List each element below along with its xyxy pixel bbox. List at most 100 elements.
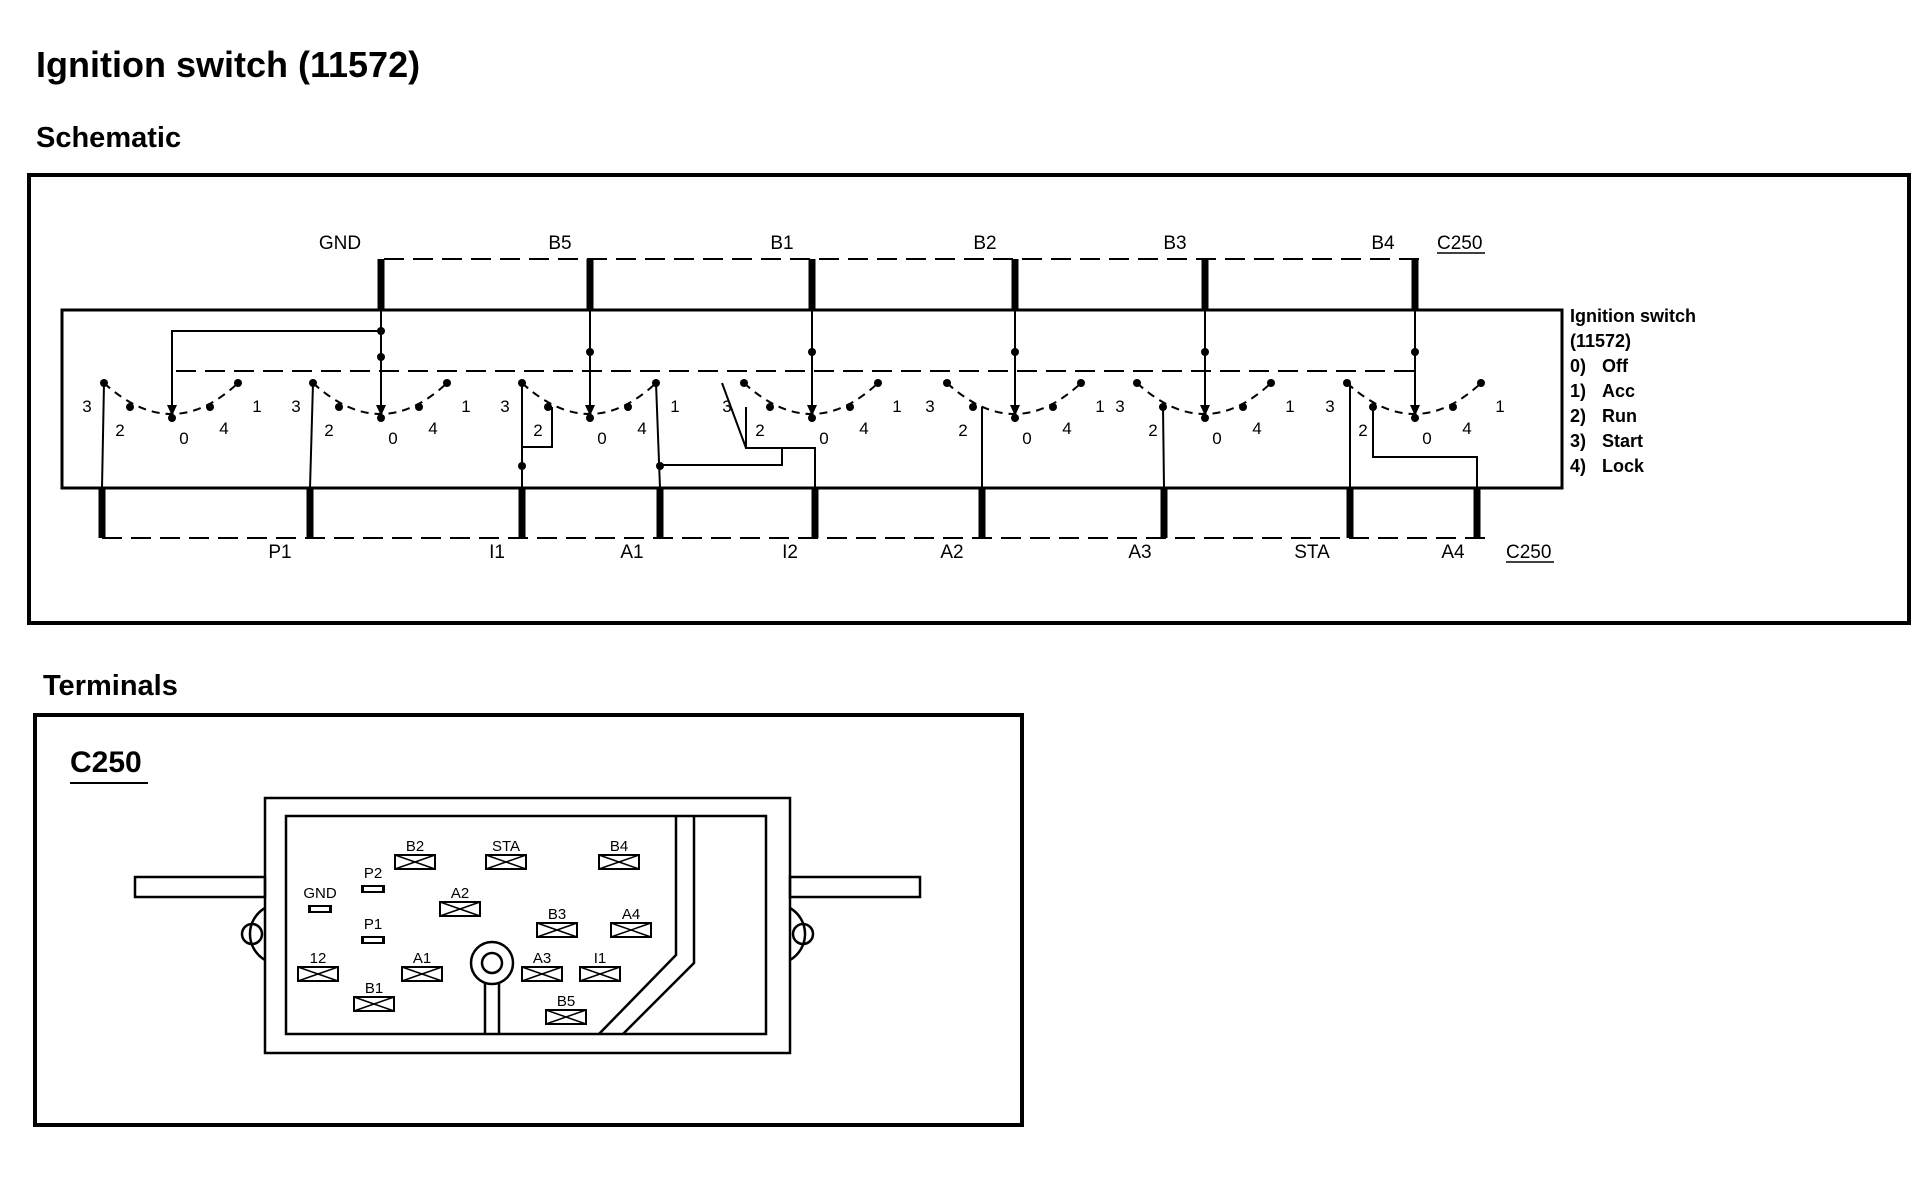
top-pin-label: B1 — [770, 233, 793, 254]
bottom-pin-label: A4 — [1441, 542, 1465, 563]
terminal-pin-label: B3 — [548, 906, 566, 923]
bottom-pin — [1160, 488, 1168, 538]
schematic-heading: Schematic — [36, 122, 182, 154]
position-number: 1 — [1285, 397, 1294, 416]
terminal-pin-label: A2 — [451, 885, 469, 902]
terminal-pin: I1 — [579, 950, 621, 982]
top-pin-gnd — [377, 259, 385, 310]
wire — [171, 330, 381, 418]
wire — [1162, 406, 1165, 489]
top-pin-label: GND — [319, 233, 361, 254]
terminals-connector-label: C250 — [70, 746, 142, 779]
bottom-pin-label: P1 — [268, 542, 291, 563]
top-connector-label: C250 — [1437, 233, 1482, 254]
position-number: 2 — [324, 421, 333, 440]
position-number: 3 — [1325, 397, 1334, 416]
position-number: 2 — [533, 421, 542, 440]
top-pin-b3 — [1201, 259, 1209, 310]
position-number: 1 — [670, 397, 679, 416]
position-number: 0 — [597, 429, 606, 448]
legend-item-number: 2) — [1570, 406, 1586, 426]
position-number: 0 — [819, 429, 828, 448]
top-pin-label: B2 — [973, 233, 996, 254]
position-number: 2 — [958, 421, 967, 440]
bottom-pin — [1473, 488, 1481, 538]
terminal-pin-label: B4 — [610, 838, 628, 855]
junction-dot — [377, 353, 385, 361]
legend-item-number: 3) — [1570, 431, 1586, 451]
legend-item-number: 1) — [1570, 381, 1586, 401]
terminal-pin: STA — [485, 838, 527, 870]
terminal-pin-label: P1 — [364, 916, 382, 933]
position-number: 4 — [219, 419, 228, 438]
wire — [522, 407, 553, 448]
top-pin-label: B5 — [548, 233, 571, 254]
legend-item-number: 0) — [1570, 356, 1586, 376]
terminal-pin: B3 — [536, 906, 578, 938]
top-pin-b5 — [586, 259, 594, 310]
terminal-pin: A2 — [439, 885, 481, 917]
terminal-pin-label: STA — [492, 838, 520, 855]
terminal-pin: A3 — [521, 950, 563, 982]
wire — [782, 447, 816, 488]
wire — [1372, 407, 1478, 488]
bottom-pin — [811, 488, 819, 538]
top-pin-label: B4 — [1371, 233, 1395, 254]
legend-item-label: Off — [1602, 356, 1629, 376]
position-number: 0 — [1022, 429, 1031, 448]
legend-item-label: Acc — [1602, 381, 1635, 401]
junction-dot — [586, 348, 594, 356]
wire — [101, 382, 105, 489]
legend-item-number: 4) — [1570, 456, 1586, 476]
position-number: 4 — [859, 419, 868, 438]
bottom-pin-label: A2 — [940, 542, 963, 563]
position-number: 0 — [179, 429, 188, 448]
bottom-pin-label: I1 — [489, 542, 505, 563]
position-number: 3 — [925, 397, 934, 416]
bottom-pin — [1346, 488, 1354, 538]
terminals-frame — [33, 713, 1024, 1127]
wire — [721, 382, 747, 449]
terminal-pin: B1 — [353, 980, 395, 1012]
junction-dot — [1201, 348, 1209, 356]
position-number: 3 — [500, 397, 509, 416]
terminal-pin-label: A3 — [533, 950, 551, 967]
terminal-pin-label: I1 — [594, 950, 607, 967]
schematic-frame — [27, 173, 1911, 625]
bottom-pin — [978, 488, 986, 538]
terminal-pin: P2 — [361, 865, 385, 893]
bottom-pin — [306, 488, 314, 538]
position-number: 2 — [1358, 421, 1367, 440]
position-number: 2 — [115, 421, 124, 440]
bottom-pin-label: A1 — [620, 542, 643, 563]
position-number: 1 — [252, 397, 261, 416]
junction-dot — [1411, 348, 1419, 356]
junction-dot — [518, 462, 526, 470]
position-number: 1 — [1095, 397, 1104, 416]
position-number: 4 — [1062, 419, 1071, 438]
position-number: 0 — [1212, 429, 1221, 448]
terminal-pin-label: 12 — [310, 950, 327, 967]
terminal-pin-label: B2 — [406, 838, 424, 855]
position-number: 0 — [1422, 429, 1431, 448]
bottom-pin-label: I2 — [782, 542, 798, 563]
position-number: 3 — [1115, 397, 1124, 416]
position-number: 3 — [291, 397, 300, 416]
position-number: 2 — [1148, 421, 1157, 440]
top-pin-b2 — [1011, 259, 1019, 310]
position-number: 4 — [1462, 419, 1471, 438]
bottom-pin-label: A3 — [1128, 542, 1151, 563]
terminal-pin: B4 — [598, 838, 640, 870]
top-pin-label: B3 — [1163, 233, 1186, 254]
position-number: 3 — [82, 397, 91, 416]
junction-dot — [808, 348, 816, 356]
junction-dot — [1011, 348, 1019, 356]
terminal-pin: 12 — [297, 950, 339, 982]
legend-subtitle: (11572) — [1570, 331, 1631, 351]
position-number: 1 — [892, 397, 901, 416]
connector-housing — [133, 796, 922, 1055]
position-number: 3 — [722, 397, 731, 416]
bottom-pin — [98, 488, 106, 538]
position-number: 1 — [1495, 397, 1504, 416]
top-pin-b1 — [808, 259, 816, 310]
